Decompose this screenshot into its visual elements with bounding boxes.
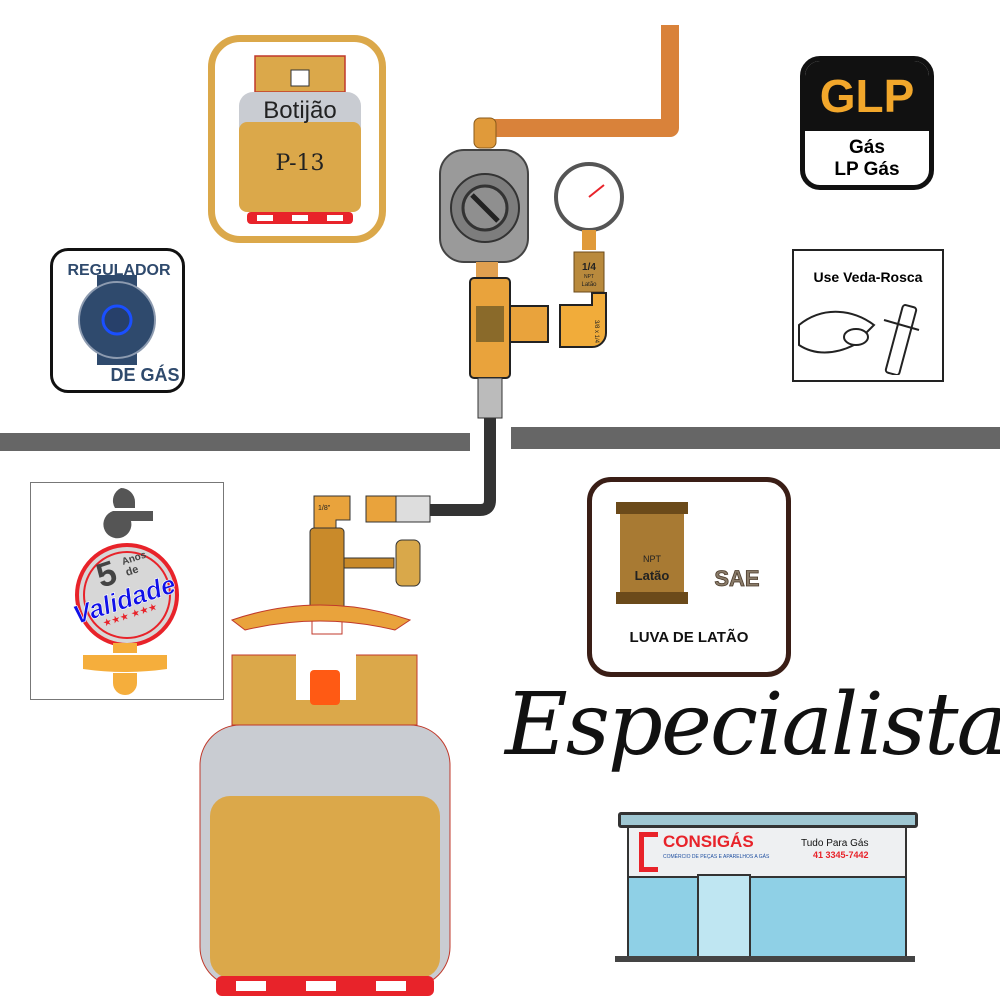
botijao-card: Botijão P-13 — [208, 35, 386, 243]
store-slogan: Tudo Para Gás — [801, 838, 869, 849]
glp-line2: LP Gás — [834, 159, 900, 180]
validade-card: 5 Anos de Validade ★★★ ★★★ — [30, 482, 224, 700]
regulador-line1: REGULADOR — [67, 262, 171, 279]
headline: Especialistas — [505, 675, 1000, 775]
store-tagline: COMÉRCIO DE PEÇAS E APARELHOS A GÁS — [663, 854, 770, 860]
glp-header: GLP — [805, 61, 929, 131]
luva-material: Latão — [635, 568, 670, 583]
valve-elbow-label: 1/8" — [318, 505, 331, 512]
luva-sae: SAE — [714, 566, 759, 591]
store-illustration: CONSIGÁS COMÉRCIO DE PEÇAS E APARELHOS A… — [615, 812, 918, 967]
brass-elbow — [559, 292, 607, 348]
botijao-title: Botijão — [263, 97, 336, 124]
veda-rosca-title: Use Veda-Rosca — [813, 269, 923, 285]
brass-coupling-icon: NPT Latão SAE LUVA DE LATÃO — [616, 502, 760, 646]
glp-line1: Gás — [849, 137, 885, 158]
gauge-fitting-material: Latão — [581, 282, 597, 288]
regulator-icon: REGULADOR DE GÁS — [67, 262, 179, 385]
elbow-label: 3/8 x 1/4 — [593, 320, 599, 344]
luva-card: NPT Latão SAE LUVA DE LATÃO — [587, 477, 791, 677]
glp-title: GLP — [819, 70, 915, 122]
regulator — [439, 149, 529, 278]
botijao-size: P-13 — [275, 151, 324, 176]
regulador-card: REGULADOR DE GÁS — [50, 248, 185, 393]
store-phone: 41 3345-7442 — [813, 850, 869, 860]
store-brand: CONSIGÁS — [663, 832, 754, 851]
valve-knob-icon — [395, 539, 421, 587]
regulator-knob-icon — [470, 193, 500, 223]
pressure-gauge: 1/4 NPT Latão — [554, 162, 624, 293]
large-gas-cylinder — [199, 604, 451, 996]
copper-pipe — [480, 25, 679, 137]
hand-tape-icon — [798, 304, 920, 376]
consigas-logo-icon — [639, 832, 658, 872]
luva-npt: NPT — [643, 554, 662, 564]
validity-stamp-icon: 5 Anos de Validade ★★★ ★★★ — [69, 488, 180, 695]
luva-caption: LUVA DE LATÃO — [630, 628, 749, 646]
glp-card: GLP Gás LP Gás — [800, 56, 934, 190]
brass-tee: 3/8 x 1/4 — [469, 277, 607, 419]
divider-right — [511, 427, 1000, 449]
divider-left — [0, 433, 470, 451]
gauge-fitting-npt: NPT — [584, 274, 594, 280]
validade-de: de — [124, 563, 140, 578]
store-door — [697, 874, 751, 962]
cylinder-valve: 1/8" — [309, 495, 421, 635]
veda-rosca-card: Use Veda-Rosca — [792, 249, 944, 382]
regulador-line2: DE GÁS — [110, 364, 179, 385]
gauge-fitting-size: 1/4 — [582, 262, 596, 273]
flexible-hose — [430, 418, 496, 516]
gas-cylinder-icon: Botijão P-13 — [239, 55, 361, 224]
